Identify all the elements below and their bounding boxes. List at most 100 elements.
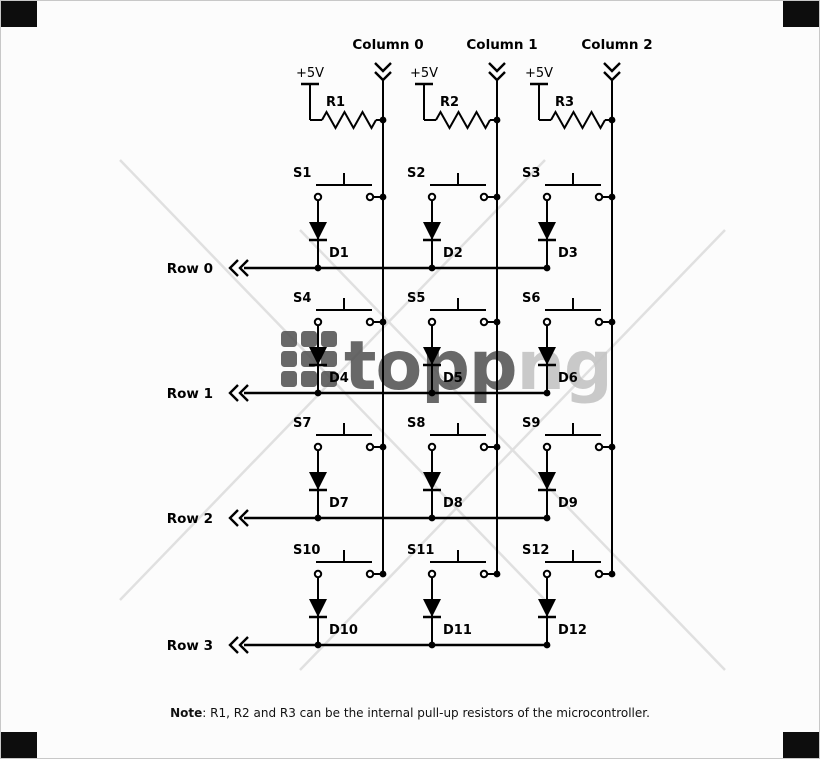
- resistor-label: R1: [326, 95, 345, 110]
- grid-icon: [321, 331, 337, 347]
- diode-label: D9: [558, 496, 578, 511]
- switch-label: S7: [293, 416, 311, 431]
- switch-contact: [479, 569, 489, 579]
- diode-label: D7: [329, 496, 349, 511]
- switch-contact: [313, 569, 323, 579]
- junction-dot: [314, 264, 322, 272]
- diode-symbol: [538, 599, 556, 617]
- diode-symbol: [423, 347, 441, 365]
- junction-dot: [379, 193, 387, 201]
- switch-label: S10: [293, 543, 320, 558]
- junction-dot: [543, 264, 551, 272]
- resistor-symbol: [435, 109, 491, 131]
- junction-dot: [493, 570, 501, 578]
- column-label: Column 0: [352, 37, 423, 53]
- diode-label: D5: [443, 371, 463, 386]
- grid-icon: [321, 351, 337, 367]
- diode-label: D6: [558, 371, 578, 386]
- junction-dot: [493, 116, 501, 124]
- switch-contact: [594, 569, 604, 579]
- switch-contact: [594, 442, 604, 452]
- note-prefix: Note: [170, 706, 202, 720]
- diode-symbol: [423, 599, 441, 617]
- switch-label: S6: [522, 291, 540, 306]
- grid-icon: [301, 331, 317, 347]
- supply-label: +5V: [410, 66, 438, 81]
- junction-dot: [608, 443, 616, 451]
- resistor-symbol: [321, 109, 377, 131]
- switch-label: S11: [407, 543, 434, 558]
- diode-symbol: [309, 222, 327, 240]
- row-label: Row 1: [167, 386, 213, 402]
- switch-contact: [542, 317, 552, 327]
- row-label: Row 3: [167, 638, 213, 654]
- junction-dot: [379, 570, 387, 578]
- diode-symbol: [309, 599, 327, 617]
- resistor-label: R3: [555, 95, 574, 110]
- switch-contact: [313, 192, 323, 202]
- switch-contact: [479, 442, 489, 452]
- junction-dot: [379, 116, 387, 124]
- column-label: Column 1: [466, 37, 537, 53]
- junction-dot: [428, 641, 436, 649]
- junction-dot: [608, 570, 616, 578]
- switch-label: S8: [407, 416, 425, 431]
- diode-label: D1: [329, 246, 349, 261]
- switch-contact: [479, 317, 489, 327]
- junction-dot: [608, 116, 616, 124]
- row-label: Row 0: [167, 261, 213, 277]
- switch-contact: [427, 569, 437, 579]
- diode-symbol: [309, 472, 327, 490]
- grid-icon: [301, 371, 317, 387]
- junction-dot: [608, 193, 616, 201]
- junction-dot: [543, 389, 551, 397]
- switch-label: S4: [293, 291, 311, 306]
- junction-dot: [493, 318, 501, 326]
- note-body: : R1, R2 and R3 can be the internal pull…: [202, 706, 650, 720]
- supply-label: +5V: [525, 66, 553, 81]
- diode-label: D2: [443, 246, 463, 261]
- switch-contact: [427, 192, 437, 202]
- diode-symbol: [538, 222, 556, 240]
- switch-label: S5: [407, 291, 425, 306]
- resistor-label: R2: [440, 95, 459, 110]
- junction-dot: [428, 389, 436, 397]
- junction-dot: [543, 514, 551, 522]
- diode-label: D11: [443, 623, 472, 638]
- row-connector-icon: [228, 509, 249, 527]
- diode-symbol: [538, 472, 556, 490]
- junction-dot: [379, 443, 387, 451]
- junction-dot: [493, 443, 501, 451]
- grid-icon: [281, 351, 297, 367]
- corner-mark: [0, 732, 37, 759]
- grid-icon: [281, 371, 297, 387]
- junction-dot: [314, 389, 322, 397]
- switch-contact: [313, 317, 323, 327]
- junction-dot: [608, 318, 616, 326]
- diode-symbol: [538, 347, 556, 365]
- switch-label: S3: [522, 166, 540, 181]
- diode-label: D3: [558, 246, 578, 261]
- junction-dot: [314, 641, 322, 649]
- corner-mark: [783, 0, 820, 27]
- row-3: Row 3: [167, 636, 547, 654]
- junction-dot: [428, 264, 436, 272]
- note-text: Note: R1, R2 and R3 can be the internal …: [170, 706, 650, 720]
- switch-contact: [427, 442, 437, 452]
